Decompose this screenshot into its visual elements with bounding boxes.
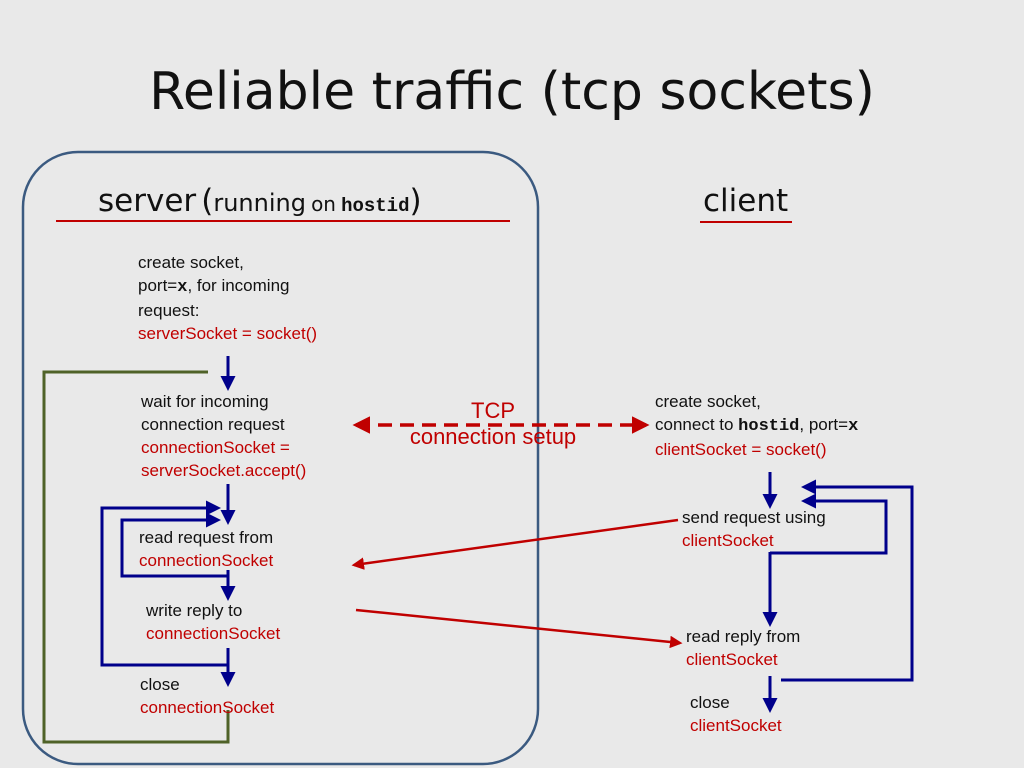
server-read-line1: read request from <box>139 528 274 547</box>
page-title: Reliable traffic (tcp sockets) <box>149 62 875 122</box>
tcp-label-line2: connection setup <box>409 424 577 449</box>
server-close-line1: close <box>140 675 180 694</box>
client-header: client <box>703 183 789 219</box>
server-header: server (running on hostid) <box>98 183 422 219</box>
server-header-running: running <box>213 189 306 217</box>
client-close-step: close clientSocket <box>690 691 782 737</box>
server-create-line3: request: <box>138 301 200 320</box>
client-close-code: clientSocket <box>690 716 782 735</box>
client-read-code: clientSocket <box>686 650 778 669</box>
server-create-code: serverSocket = socket() <box>138 324 318 343</box>
tcp-label-line1: TCP <box>471 398 515 423</box>
client-create-line2: connect to hostid, port=x <box>655 415 859 436</box>
tcp-label: TCP connection setup <box>388 398 598 450</box>
server-header-on: on <box>311 192 336 216</box>
server-create-line2: port=x, for incoming <box>138 276 290 297</box>
server-close-code: connectionSocket <box>140 698 275 717</box>
server-write-step: write reply to connectionSocket <box>146 599 280 645</box>
server-wait-line1: wait for incoming <box>141 392 269 411</box>
client-read-step: read reply from clientSocket <box>686 625 800 671</box>
server-wait-line2: connection request <box>141 415 285 434</box>
server-box <box>21 150 540 766</box>
server-header-word: server <box>98 183 197 219</box>
reply-message-arrow <box>355 608 683 649</box>
server-header-host: hostid <box>341 195 410 217</box>
server-create-line1: create socket, <box>138 253 244 272</box>
client-create-step: create socket, connect to hostid, port=x… <box>655 390 858 461</box>
client-create-code: clientSocket = socket() <box>655 440 827 459</box>
client-create-line1: create socket, <box>655 392 761 411</box>
client-send-code: clientSocket <box>682 531 774 550</box>
server-write-line1: write reply to <box>146 601 243 620</box>
server-read-code: connectionSocket <box>139 551 274 570</box>
client-send-line1: send request using <box>682 508 826 527</box>
client-close-line1: close <box>690 693 730 712</box>
server-close-step: close connectionSocket <box>140 673 274 719</box>
server-outer-loop <box>42 370 230 744</box>
client-inner-loop <box>770 493 888 555</box>
server-inner-loop <box>120 512 228 578</box>
client-outer-loop <box>781 479 914 682</box>
client-read-line1: read reply from <box>686 627 801 646</box>
client-send-step: send request using clientSocket <box>682 506 826 552</box>
server-wait-code2: serverSocket.accept() <box>141 461 307 480</box>
request-message-arrow <box>351 518 679 570</box>
server-read-step: read request from connectionSocket <box>139 526 273 572</box>
server-write-code: connectionSocket <box>146 624 281 643</box>
server-wait-step: wait for incoming connection request con… <box>141 390 306 482</box>
server-create-step: create socket, port=x, for incoming requ… <box>138 251 317 345</box>
server-wait-code1: connectionSocket = <box>141 438 290 457</box>
server-middle-loop <box>100 500 228 667</box>
